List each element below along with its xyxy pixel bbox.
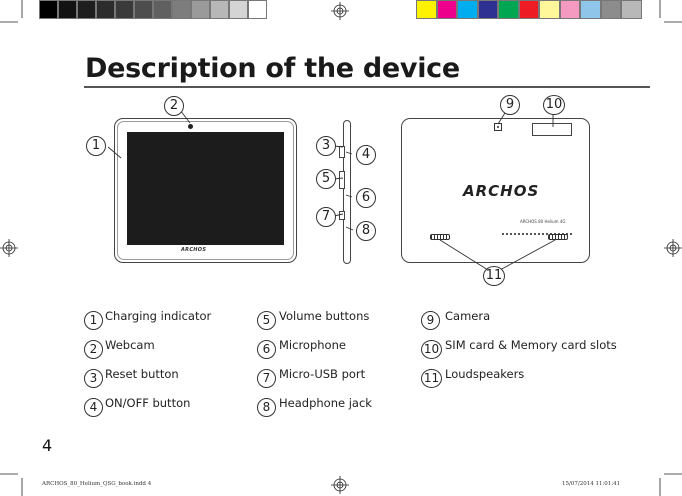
callout-3: 3	[316, 136, 336, 156]
gray-swatch	[210, 0, 229, 19]
legend-label: Reset button	[105, 367, 179, 381]
gray-swatch	[229, 0, 248, 19]
legend-number: 1	[84, 311, 103, 330]
legend-number: 2	[84, 340, 103, 359]
legend-label: ON/OFF button	[105, 396, 191, 410]
gray-swatch	[96, 0, 115, 19]
legend-label: Headphone jack	[279, 396, 372, 410]
legend-number: 5	[257, 311, 276, 330]
legend-number: 4	[84, 398, 103, 417]
footer-filename: ARCHOS_80_Helium_QSG_book.indd 4	[42, 481, 152, 487]
gray-swatch	[248, 0, 267, 19]
callout-8: 8	[356, 221, 376, 241]
gray-swatch	[172, 0, 191, 19]
legend-label: Loudspeakers	[445, 367, 525, 381]
registration-mark-icon	[331, 2, 349, 20]
process-swatch	[621, 0, 642, 19]
side-button-volume	[339, 171, 345, 189]
registration-mark-icon	[664, 239, 682, 257]
legend-label: Charging indicator	[105, 309, 212, 323]
registration-mark-icon	[0, 239, 18, 257]
process-swatch	[539, 0, 560, 19]
speaker-right-icon	[548, 234, 568, 240]
gray-swatch	[58, 0, 77, 19]
gray-swatch	[134, 0, 153, 19]
callout-5: 5	[316, 169, 336, 189]
back-small-text: ARCHOS 80 Helium 4G	[520, 219, 566, 224]
page-title: Description of the device	[85, 53, 460, 84]
front-logo: ARCHOS	[181, 247, 207, 253]
legend-number: 11	[421, 369, 442, 388]
legend-number: 6	[257, 340, 276, 359]
gray-swatch	[77, 0, 96, 19]
front-bezel-inner	[117, 121, 294, 260]
legend-label: Microphone	[279, 338, 346, 352]
tablet-back: ARCHOS ARCHOS 80 Helium 4G	[401, 118, 590, 263]
legend-number: 3	[84, 369, 103, 388]
process-swatch	[600, 0, 621, 19]
legend-number: 7	[257, 369, 276, 388]
process-swatch	[580, 0, 601, 19]
legend-label: Camera	[445, 309, 491, 323]
footer-timestamp: 15/07/2014 11:01:41	[562, 481, 621, 487]
tablet-screen	[127, 132, 284, 245]
tablet-front: ARCHOS	[114, 118, 297, 263]
process-swatch	[457, 0, 478, 19]
registration-mark-icon	[331, 476, 349, 494]
gray-swatch	[153, 0, 172, 19]
process-swatch	[498, 0, 519, 19]
callout-2: 2	[164, 96, 184, 116]
process-swatch	[436, 0, 457, 19]
callout-6: 6	[356, 188, 376, 208]
legend-number: 8	[257, 398, 276, 417]
callout-1: 1	[86, 136, 106, 156]
card-slot-cover	[532, 123, 572, 136]
callout-7: 7	[316, 207, 336, 227]
back-logo: ARCHOS	[463, 182, 540, 200]
legend-label: Micro-USB port	[279, 367, 366, 381]
callout-9: 9	[500, 95, 520, 115]
legend-label: Webcam	[105, 338, 155, 352]
title-underline	[84, 86, 650, 88]
gray-swatch	[115, 0, 134, 19]
legend-number: 9	[421, 311, 440, 330]
process-swatch	[477, 0, 498, 19]
callout-10: 10	[543, 95, 565, 115]
legend-number: 10	[421, 340, 442, 359]
legend-label: SIM card & Memory card slots	[445, 338, 617, 352]
page-number: 4	[42, 436, 53, 455]
callout-11: 11	[483, 266, 505, 286]
legend-label: Volume buttons	[279, 309, 370, 323]
process-swatch	[559, 0, 580, 19]
process-swatch	[518, 0, 539, 19]
speaker-left-icon	[430, 234, 450, 240]
process-swatch	[416, 0, 437, 19]
callout-4: 4	[356, 145, 376, 165]
tablet-side	[343, 120, 351, 264]
webcam-icon	[188, 124, 193, 129]
back-barcode	[502, 233, 572, 239]
gray-swatch	[191, 0, 210, 19]
side-port-usb	[339, 211, 345, 220]
gray-swatch	[39, 0, 58, 19]
